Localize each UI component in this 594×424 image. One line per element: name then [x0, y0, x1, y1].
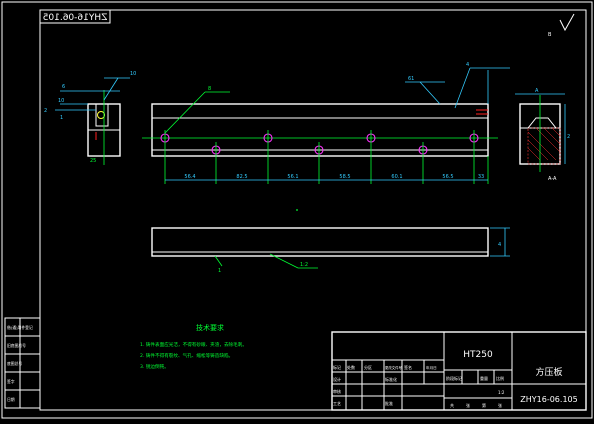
tb-r1-4: 签名: [404, 364, 412, 370]
dim-7: 33: [478, 174, 484, 180]
material: HT250: [463, 350, 493, 360]
tb-r1-5: 年月日: [426, 365, 437, 370]
part-number: ZHY16-06.105: [520, 395, 577, 404]
hole-centerlines: [164, 130, 489, 184]
side-dim-3: 2: [44, 108, 47, 114]
tb-sheet-1: 张: [466, 402, 470, 408]
dim-1: 56.4: [184, 174, 195, 180]
top-view-callout-b: 1:2: [300, 262, 308, 268]
tb-r1-3: 更改文件号: [385, 365, 403, 370]
dim-6: 56.5: [442, 174, 453, 180]
technical-notes: 技术要求 1. 铸件表面应光洁，不得有砂眼、夹渣，去除毛刺。 2. 铸件不得有裂…: [140, 323, 247, 370]
inner-frame: [39, 9, 587, 411]
tb-r4-0: 工艺: [333, 401, 341, 406]
notes-title: 技术要求: [196, 323, 224, 332]
side-table: 借(通)用件登记 旧底图总号 底图总号 签字 日期: [4, 317, 41, 409]
dim-2: 82.5: [236, 174, 247, 180]
hole-row: [160, 133, 479, 155]
right-callout: 4: [466, 62, 469, 68]
section-dim-height: 2: [567, 134, 570, 140]
side-table-3: 底图总号: [7, 361, 22, 366]
dim-3: 56.1: [287, 174, 298, 180]
roughness-symbol: B: [548, 13, 575, 38]
tb-weight: 重量: [480, 375, 488, 381]
dim-5: 60.1: [391, 174, 402, 180]
tb-scale: 1:2: [498, 390, 505, 395]
tb-r2-1: 标准化: [385, 376, 397, 382]
top-view: 4 1 1:2: [151, 227, 510, 274]
section-dim-width: A: [535, 88, 539, 94]
note-3: 3. 锐边倒钝。: [140, 363, 169, 370]
front-view: [142, 103, 498, 157]
side-dim-1: 6: [62, 84, 65, 90]
tb-r1-2: 分区: [364, 364, 372, 370]
front-leaders: 8 61 4: [103, 62, 510, 134]
tb-r4-1: 批准: [385, 400, 393, 406]
top-callout: 61: [408, 76, 414, 82]
side-dim-4: 1: [60, 115, 63, 121]
tb-sheet-2: 第: [482, 402, 486, 408]
tb-r1-0: 标记: [333, 364, 341, 370]
dim-4: 58.5: [339, 174, 350, 180]
tb-sheet-3: 张: [498, 402, 502, 408]
side-leader-text: 10: [130, 71, 136, 77]
note-1: 1. 铸件表面应光洁，不得有砂眼、夹渣，去除毛刺。: [140, 341, 247, 348]
title-block: 标记 处数 分区 更改文件号 签名 年月日 设计 标准化 审核 工艺 批准 HT…: [331, 331, 587, 411]
side-table-1: 借(通)用件登记: [7, 325, 33, 330]
hole-callout: 8: [208, 86, 211, 92]
side-table-5: 日期: [7, 397, 15, 402]
note-2: 2. 铸件不得有裂纹、气孔、缩松等铸造缺陷。: [140, 352, 233, 359]
top-view-dim: 4: [498, 242, 501, 248]
side-dim-2: 10: [58, 98, 64, 104]
center-mark: [296, 209, 298, 211]
tb-scale-label: 比例: [496, 375, 504, 381]
tb-r3-0: 审核: [333, 388, 341, 394]
side-table-2: 旧底图总号: [7, 343, 26, 348]
tb-r1-1: 处数: [347, 364, 355, 370]
drawing-number-box: [39, 9, 111, 24]
side-view: 6 10 2 1 25 10: [44, 71, 136, 165]
section-view: 2 A A-A: [515, 88, 570, 182]
side-dim-5: 25: [90, 158, 96, 164]
part-name: 方压板: [535, 366, 562, 378]
dim-chain-labels: 56.4 82.5 56.1 58.5 60.1 56.5 33: [184, 174, 484, 180]
section-label: A-A: [548, 176, 557, 182]
tb-sheet-0: 共: [450, 402, 454, 408]
roughness-text: B: [548, 32, 552, 38]
tb-stage: 阶段标记: [446, 375, 462, 381]
side-table-4: 签字: [7, 379, 15, 384]
top-view-callout-a: 1: [218, 268, 221, 274]
tb-r2-0: 设计: [333, 376, 341, 382]
drawing-number-mirrored: ZHY16-06.105: [43, 13, 108, 23]
